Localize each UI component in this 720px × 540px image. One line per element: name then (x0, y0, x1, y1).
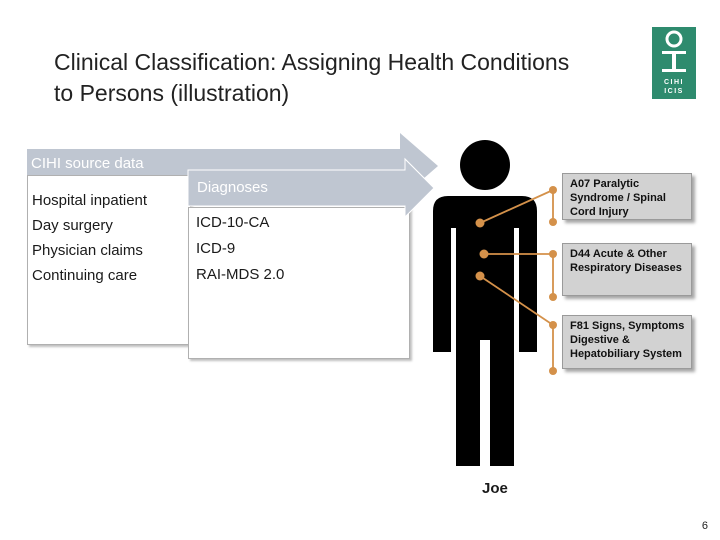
page-number: 6 (701, 520, 708, 532)
source-data-label: CIHI source data (31, 155, 144, 172)
list-item: ICD-10-CA (196, 214, 270, 231)
list-item: Continuing care (32, 267, 138, 284)
source-data-box (27, 175, 191, 345)
person-name: Joe (482, 480, 508, 497)
logo-text-1: CIHI (664, 79, 684, 86)
diagnoses-box (188, 207, 410, 359)
diagnosis-callout-f81: F81 Signs, Symptoms Digestive & Hepatobi… (562, 315, 692, 369)
connector-dots (475, 186, 557, 375)
slide-title: Clinical Classification: Assigning Healt… (54, 49, 570, 106)
classification-list: ICD-10-CA ICD-9 RAI-MDS 2.0 (196, 210, 284, 288)
cihi-logo-icon: CIHI ICIS (662, 30, 686, 95)
list-item: Hospital inpatient (32, 192, 148, 209)
list-item: Physician claims (32, 242, 143, 259)
list-item: ICD-9 (196, 240, 236, 257)
diagnosis-callout-a07: A07 Paralytic Syndrome / Spinal Cord Inj… (562, 173, 692, 220)
diagnosis-callout-d44: D44 Acute & Other Respiratory Diseases (562, 243, 692, 296)
diagnoses-label: Diagnoses (197, 179, 268, 196)
list-item: Day surgery (32, 217, 113, 234)
logo-text-2: ICIS (664, 88, 684, 95)
source-data-list: Hospital inpatient Day surgery Physician… (32, 188, 147, 288)
list-item: RAI-MDS 2.0 (196, 266, 285, 283)
connector-lines (479, 189, 554, 371)
cihi-logo: CIHI ICIS (652, 27, 696, 99)
